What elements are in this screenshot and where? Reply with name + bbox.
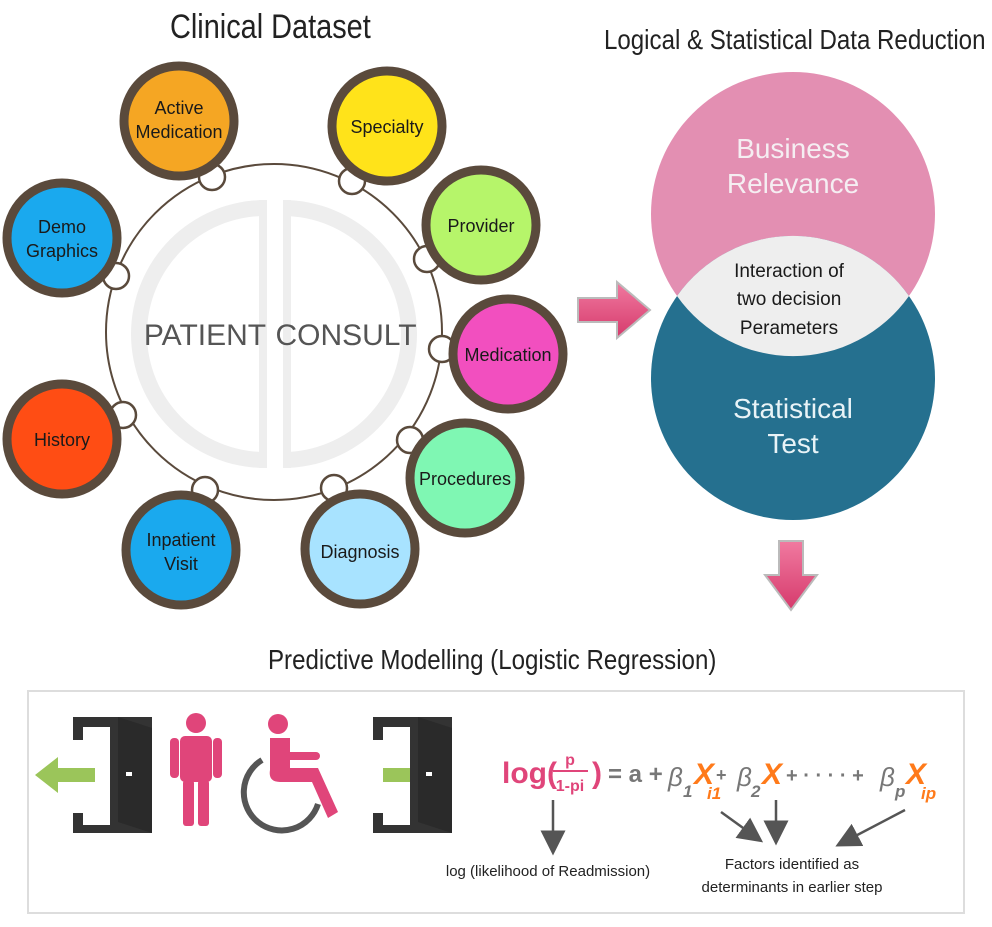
consult-label: CONSULT	[275, 319, 416, 352]
clinical-dataset-title: Clinical Dataset	[170, 8, 371, 46]
venn-overlap-label-3: Perameters	[740, 318, 838, 339]
annotation-factors-1: Factors identified as	[725, 856, 859, 873]
venn-top-label-1: Business	[736, 133, 850, 164]
svg-text:Visit: Visit	[164, 554, 198, 574]
formula-log: log(	[502, 757, 557, 790]
logistic-regression-formula: log( p 1-pi ) = a + β 1 X i1 + β 2 X + ·…	[502, 752, 936, 803]
formula-x-1: X	[692, 758, 716, 791]
formula-beta-1: β	[667, 762, 683, 792]
venn-overlap-label-1: Interaction of	[734, 261, 845, 282]
down-arrow-icon	[763, 540, 819, 612]
svg-text:Medication: Medication	[135, 122, 222, 142]
svg-text:Demo: Demo	[38, 217, 86, 237]
predictive-model-panel	[27, 690, 965, 914]
annotation-factors-2: determinants in earlier step	[702, 879, 883, 896]
node-specialty: Specialty	[327, 66, 447, 186]
node-inpatient-visit: Inpatient Visit	[121, 490, 241, 610]
formula-close: )	[592, 757, 602, 790]
svg-text:Graphics: Graphics	[26, 241, 98, 261]
formula-denominator: 1-pi	[556, 778, 584, 795]
venn-overlap-label-2: two decision	[737, 289, 842, 310]
right-arrow-icon	[577, 279, 652, 341]
formula-numerator: p	[565, 752, 575, 769]
wheelchair-icon	[240, 714, 338, 834]
svg-text:Specialty: Specialty	[350, 117, 423, 137]
patient-consult-ring: PATIENT CONSULT	[105, 163, 443, 501]
venn-bottom-label-1: Statistical	[733, 393, 853, 424]
formula-x-2: X	[760, 758, 784, 791]
svg-text:Diagnosis: Diagnosis	[320, 542, 399, 562]
formula-sub-p: p	[894, 782, 905, 801]
formula-beta-p: β	[879, 762, 895, 792]
node-procedures: Procedures	[405, 418, 525, 538]
venn-diagram: Business Relevance Interaction of two de…	[651, 72, 935, 520]
node-demo-graphics: Demo Graphics	[2, 178, 122, 298]
node-provider: Provider	[421, 165, 541, 285]
svg-text:Medication: Medication	[464, 345, 551, 365]
node-medication: Medication	[448, 294, 568, 414]
formula-dots: + · · · · +	[786, 765, 864, 787]
data-reduction-title: Logical & Statistical Data Reduction	[604, 24, 986, 55]
annotation-arrows	[540, 800, 906, 856]
node-active-medication: Active Medication	[119, 61, 239, 181]
annotation-likelihood: log (likelihood of Readmission)	[446, 863, 650, 880]
formula-x-p: X	[904, 758, 928, 791]
svg-text:Provider: Provider	[447, 216, 514, 236]
svg-text:Inpatient: Inpatient	[146, 530, 215, 550]
node-diagnosis: Diagnosis	[300, 489, 420, 609]
venn-top-label-2: Relevance	[727, 168, 859, 199]
predictive-modelling-title: Predictive Modelling (Logistic Regressio…	[268, 644, 717, 675]
exit-arrow-icon	[35, 757, 95, 793]
door-left-icon	[73, 717, 152, 833]
formula-equals: = a +	[608, 761, 663, 788]
formula-plus-1: +	[716, 765, 727, 785]
venn-bottom-label-2: Test	[767, 428, 819, 459]
formula-x-1-sub: i1	[707, 784, 721, 803]
formula-sub-2: 2	[750, 782, 761, 801]
svg-text:Procedures: Procedures	[419, 469, 511, 489]
svg-text:Active: Active	[154, 98, 203, 118]
formula-beta-2: β	[736, 762, 752, 792]
node-history: History	[2, 379, 122, 499]
door-right-icon	[373, 717, 452, 833]
person-icon	[170, 713, 222, 826]
formula-x-p-sub: ip	[921, 784, 936, 803]
patient-label: PATIENT	[144, 319, 266, 352]
formula-sub-1: 1	[683, 782, 692, 801]
svg-text:History: History	[34, 430, 90, 450]
